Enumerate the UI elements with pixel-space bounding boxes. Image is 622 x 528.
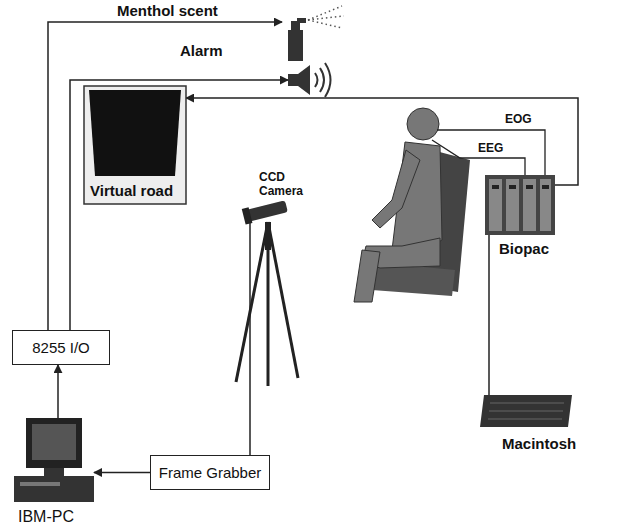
connector xyxy=(70,80,288,330)
connector xyxy=(57,365,59,418)
node-label: Alarm xyxy=(180,42,223,59)
driver-figure xyxy=(354,108,442,302)
alarm-speaker: Alarm xyxy=(288,64,326,96)
node-label: Menthol scent xyxy=(117,2,218,19)
macintosh-computer-icon xyxy=(480,395,572,427)
signal-name: EOG xyxy=(505,112,532,126)
electrode-wire xyxy=(432,130,545,175)
ccd-camera: CCD Camera xyxy=(245,200,290,222)
connector xyxy=(48,22,282,330)
alarm-speaker-icon xyxy=(288,64,326,96)
ccd-camera-icon xyxy=(245,200,290,222)
monitor-display: Virtual road xyxy=(84,86,186,204)
node-label: Macintosh xyxy=(502,435,576,452)
node-label: Frame Grabber xyxy=(159,464,262,481)
connector xyxy=(488,235,490,395)
ibm-pc: IBM-PC xyxy=(14,418,94,506)
node-label: 8255 I/O xyxy=(32,339,90,356)
scent-sprayer-icon xyxy=(282,12,310,62)
tripod xyxy=(236,222,298,386)
connector xyxy=(249,222,251,455)
node-label: IBM-PC xyxy=(18,508,74,525)
biopac-unit-icon xyxy=(485,175,555,235)
io-box: 8255 I/O xyxy=(12,330,110,365)
signal-name: EEG xyxy=(478,141,503,155)
connector xyxy=(94,472,150,474)
ibm-pc-icon xyxy=(14,418,94,506)
scent-sprayer: Menthol scent xyxy=(282,12,310,62)
node-label: Biopac xyxy=(499,240,549,257)
connector xyxy=(186,98,578,185)
macintosh-computer: Macintosh xyxy=(480,395,572,427)
node-label: CCD Camera xyxy=(259,170,311,198)
frame-grabber-box: Frame Grabber xyxy=(150,455,270,490)
biopac-unit: Biopac xyxy=(485,175,555,235)
node-label: Virtual road xyxy=(90,182,173,199)
